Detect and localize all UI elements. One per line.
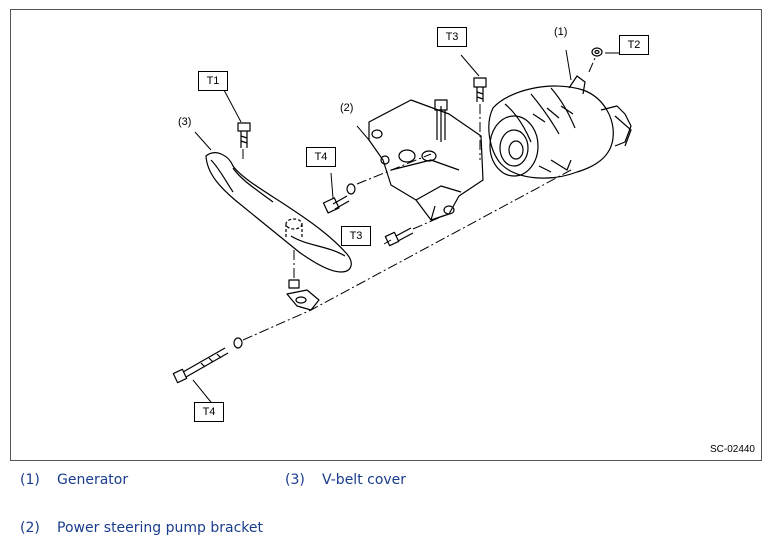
legend-number: (2)	[20, 520, 40, 536]
bolt-t3-top	[473, 77, 487, 102]
legend-number: (3)	[285, 472, 305, 488]
centre-line-t3-lower	[412, 215, 444, 230]
torque-label-t1: T1	[198, 71, 228, 91]
spacer-nut	[286, 279, 320, 311]
torque-label-t3-lower: T3	[341, 226, 371, 246]
power-steering-pump-bracket	[368, 99, 484, 221]
generator	[488, 75, 632, 179]
torque-label-t4-lower: T4	[194, 402, 224, 422]
legend-text: V-belt cover	[322, 472, 407, 488]
figure-code: SC-02440	[709, 444, 755, 455]
legend-item-generator: (1) Generator	[20, 472, 128, 488]
nut-t2	[591, 47, 603, 57]
bolt-t3-lower	[384, 227, 414, 247]
legend-text: Power steering pump bracket	[57, 520, 264, 536]
torque-label-t4-upper: T4	[306, 147, 336, 167]
bolt-t1	[237, 122, 251, 148]
centre-line-t2	[588, 57, 596, 73]
figure-frame: T1 T2 T3 T4 T3 T4 (1) (2) (3) SC-02440	[10, 9, 762, 461]
long-bolt-t4	[172, 347, 229, 384]
part-number-2: (2)	[340, 102, 354, 114]
centre-line-main	[242, 169, 572, 341]
torque-label-t2: T2	[619, 35, 649, 55]
legend-number: (1)	[20, 472, 40, 488]
exploded-diagram	[172, 47, 632, 413]
v-belt-cover	[205, 152, 352, 273]
legend-item-power-steering-pump-bracket: (2) Power steering pump bracket	[20, 520, 263, 536]
part-number-1: (1)	[554, 26, 568, 38]
torque-label-t3-top: T3	[437, 27, 467, 47]
legend-item-v-belt-cover: (3) V-belt cover	[285, 472, 406, 488]
legend-text: Generator	[57, 472, 129, 488]
washer-upper	[346, 183, 356, 195]
centre-line-upper	[356, 153, 432, 185]
part-number-3: (3)	[178, 116, 192, 128]
washer-lower	[233, 337, 243, 349]
bolt-t4-upper	[322, 195, 350, 214]
